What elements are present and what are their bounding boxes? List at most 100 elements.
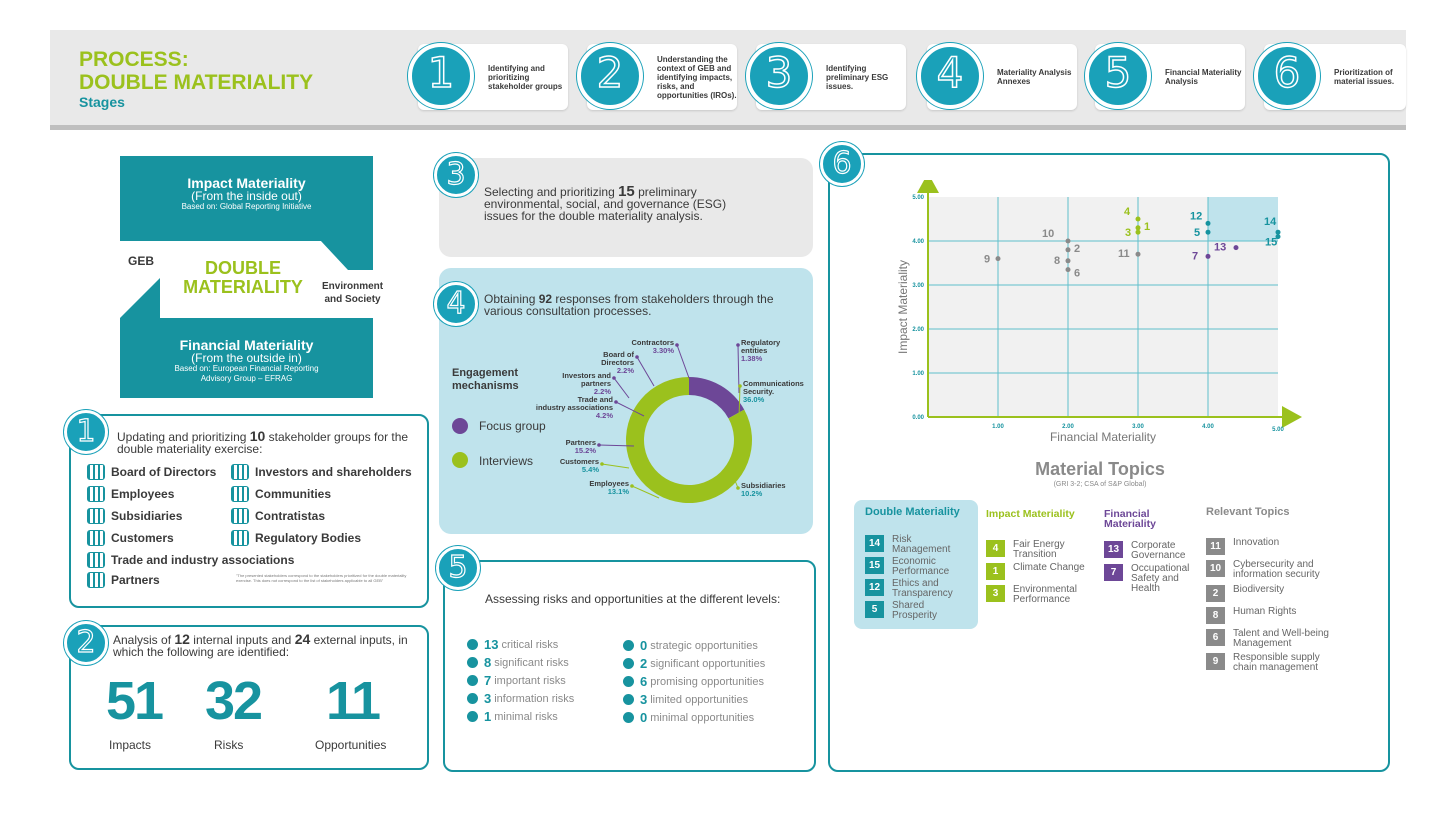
y-tick-label: 3.00 — [912, 283, 924, 289]
panel2-text: Analysis of 12 internal inputs and 24 ex… — [113, 631, 423, 658]
matrix-point-label: 5 — [1194, 227, 1200, 239]
topics-column-title: Relevant Topics — [1206, 506, 1290, 518]
matrix-point-5 — [1205, 229, 1211, 235]
stakeholder-label: Partners — [111, 573, 160, 587]
employees-icon — [87, 486, 105, 502]
topic-label: Shared Prosperity — [892, 600, 938, 621]
donut-category-label: partners — [581, 379, 611, 388]
panel1-badge-number: 1 — [76, 413, 96, 449]
panel2-num-a: 12 — [174, 631, 190, 647]
impacts-value: 51 — [106, 671, 164, 731]
panel1-badge: 1 — [64, 410, 108, 454]
panel4-text: Obtaining 92 responses from stakeholders… — [484, 293, 784, 317]
geb-label: GEB — [128, 254, 155, 268]
donut-leader-dot — [614, 400, 618, 404]
investors-icon — [231, 464, 249, 480]
environment-line1: Environment — [322, 281, 384, 292]
esg-issues-panel — [439, 158, 813, 257]
topic-label: Responsible supply chain management — [1233, 652, 1320, 673]
donut-leader-dot — [600, 462, 604, 466]
stakeholder-label: Contratistas — [255, 509, 326, 523]
donut-leader-line — [676, 344, 690, 379]
financial-materiality-title: Financial Materiality — [179, 337, 314, 353]
header-title-line1: PROCESS: — [79, 48, 189, 71]
panel6-badge: 6 — [820, 142, 864, 186]
donut-leader-line — [738, 385, 741, 419]
stakeholder-subsidiaries: Subsidiaries — [87, 508, 182, 524]
item-label: critical risks — [501, 638, 559, 651]
x-tick-label: 2.00 — [1062, 424, 1074, 430]
header-title-line2: DOUBLE MATERIALITY — [79, 71, 314, 94]
risks-label: Risks — [214, 738, 244, 752]
donut-leader-dot — [736, 486, 740, 490]
donut-leader-line — [631, 485, 660, 499]
bullet-icon — [467, 657, 478, 668]
material-topics-subtitle: (GRI 3-2; CSA of S&P Global) — [1053, 481, 1147, 488]
focus-group-swatch — [452, 418, 468, 434]
matrix-point-3 — [1135, 229, 1141, 235]
donut-category-label: industry associations — [536, 403, 613, 412]
stakeholder-customers: Customers — [87, 530, 174, 546]
topic-label: Biodiversity — [1233, 584, 1285, 595]
matrix-point-7 — [1205, 253, 1211, 259]
donut-category-label: Security. — [743, 387, 774, 396]
donut-leader-dot — [736, 343, 740, 347]
topic-number: 7 — [1104, 564, 1123, 581]
bullet-icon — [623, 640, 634, 651]
item-label: minimal opportunities — [650, 711, 755, 724]
bullet-icon — [467, 675, 478, 686]
matrix-point-label: 12 — [1190, 210, 1202, 222]
donut-value-label: 3.30% — [653, 346, 675, 355]
y-axis-arrow-icon — [917, 180, 939, 193]
panel2-text-a: Analysis of — [113, 633, 175, 647]
matrix-point-label: 3 — [1125, 227, 1131, 239]
topic-number: 14 — [865, 535, 884, 552]
environment-label: Environment and Society — [322, 280, 383, 306]
y-tick-label: 2.00 — [912, 327, 924, 333]
matrix-point-15 — [1275, 234, 1281, 240]
trade-icon — [87, 552, 105, 568]
impact-materiality-title: Impact Materiality — [187, 175, 306, 191]
bullet-icon — [623, 676, 634, 687]
responses-panel — [439, 268, 813, 534]
matrix-point-13 — [1233, 245, 1239, 251]
stage-circle — [577, 43, 643, 109]
x-axis-arrow-icon — [1282, 406, 1302, 428]
center-line2: MATERIALITY — [183, 277, 303, 297]
topic-label: Talent and Well-being Management — [1233, 628, 1329, 649]
donut-category-label: Trade and — [578, 395, 614, 404]
item-label: minimal risks — [494, 710, 558, 723]
topics-column-title: Impact Materiality — [986, 508, 1075, 520]
panel4-text-num: 92 — [538, 292, 553, 306]
panel3-text-pre: Selecting and prioritizing — [484, 185, 619, 199]
impact-materiality-basis: Based on: Global Reporting Initiative — [181, 202, 312, 211]
donut-leader-line — [598, 444, 635, 447]
environment-line2: and Society — [324, 294, 381, 305]
matrix-point-14 — [1275, 229, 1281, 235]
panel4-text-pre: Obtaining — [484, 292, 539, 306]
stage-label: Identifying preliminary ESG issues. — [826, 63, 889, 91]
matrix-point-6 — [1065, 267, 1071, 273]
donut-value-label: 4.2% — [596, 411, 613, 420]
topic-label: Cybersecurity and information security — [1233, 559, 1320, 580]
panel3-badge: 3 — [434, 153, 478, 197]
center-line1: DOUBLE — [205, 258, 281, 278]
financial-materiality-basis: Based on: European Financial Reporting A… — [174, 364, 319, 383]
item-count: 1 — [484, 709, 492, 724]
topic-number: 11 — [1206, 538, 1225, 555]
risks-value: 32 — [205, 671, 263, 731]
